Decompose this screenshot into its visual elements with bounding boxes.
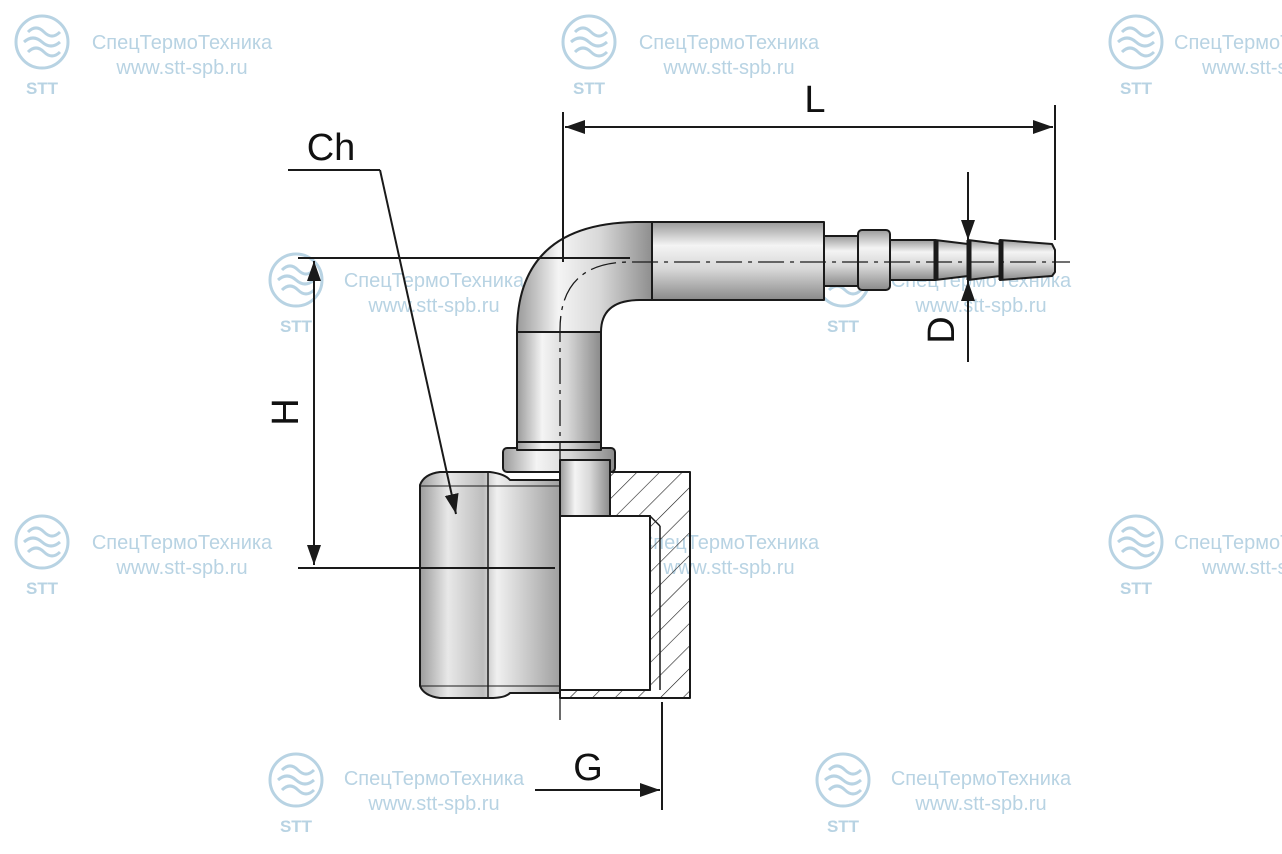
watermark-logo-text: STT: [280, 317, 313, 336]
stt-logo-icon: [14, 514, 70, 570]
dimension-label-g: G: [573, 747, 603, 789]
watermark-group: STT СпецТермоТехника www.stt-spb.ru STT …: [14, 14, 1282, 836]
watermark-url: www.stt-spb.ru: [662, 57, 794, 79]
dimension-labels: L Ch H D G: [265, 79, 963, 789]
watermark-company: СпецТермоТехника: [344, 768, 525, 790]
watermark-center-left: STT СпецТермоТехника www.stt-spb.ru: [14, 514, 273, 598]
watermark-logo-text: STT: [1120, 79, 1153, 98]
watermark-company: СпецТермоТехника: [92, 532, 273, 554]
stt-logo-icon: [268, 752, 324, 808]
watermark-company: СпецТермоТехника: [1174, 32, 1282, 54]
watermark-logo-text: STT: [26, 579, 59, 598]
watermark-logo-text: STT: [827, 817, 860, 836]
watermark-top-right: STT СпецТермоТехника www.stt-spb.ru: [1108, 14, 1282, 98]
watermark-logo-text: STT: [280, 817, 313, 836]
stt-logo-icon: [815, 752, 871, 808]
dimension-label-h: H: [265, 398, 307, 425]
watermark-bottom-right: STT СпецТермоТехника www.stt-spb.ru: [815, 752, 1072, 836]
nut: [419, 471, 691, 699]
stt-logo-icon: [561, 14, 617, 70]
watermark-mid-left: STT СпецТермоТехника www.stt-spb.ru: [268, 252, 525, 336]
watermark-logo-text: STT: [1120, 579, 1153, 598]
dimension-ch-leader: [379, 169, 459, 515]
vertical-tube: [516, 329, 602, 443]
watermark-bottom-left: STT СпецТермоТехника www.stt-spb.ru: [268, 752, 525, 836]
elbow-bend: [516, 221, 656, 333]
watermark-company: СпецТермоТехника: [92, 32, 273, 54]
watermark-url: www.stt-spb.ru: [662, 557, 794, 579]
centerline-path: [559, 261, 1070, 720]
watermark-center-right: STT СпецТермоТехника www.stt-spb.ru: [1108, 514, 1282, 598]
stt-logo-icon: [1108, 14, 1164, 70]
watermark-company: СпецТермоТехника: [344, 270, 525, 292]
watermark-company: СпецТермоТехника: [639, 32, 820, 54]
stt-logo-icon: [1108, 514, 1164, 570]
dimension-label-d: D: [921, 316, 963, 343]
watermark-logo-text: STT: [827, 317, 860, 336]
dimensions: [288, 105, 1056, 810]
watermark-logo-text: STT: [26, 79, 59, 98]
watermark-url: www.stt-spb.ru: [1201, 57, 1282, 79]
watermark-url: www.stt-spb.ru: [115, 557, 247, 579]
watermark-url: www.stt-spb.ru: [367, 793, 499, 815]
watermark-logo-text: STT: [573, 79, 606, 98]
fitting-body: [419, 221, 1056, 699]
center-lines: [559, 261, 1070, 720]
hose-barb: [823, 229, 1056, 291]
watermark-top-center: STT СпецТермоТехника www.stt-spb.ru: [561, 14, 820, 98]
stt-logo-icon: [14, 14, 70, 70]
horizontal-tube: [651, 221, 825, 301]
watermark-url: www.stt-spb.ru: [115, 57, 247, 79]
watermark-url: www.stt-spb.ru: [367, 295, 499, 317]
watermark-company: СпецТермоТехника: [1174, 532, 1282, 554]
dimension-label-l: L: [804, 79, 825, 121]
inner-stem: [559, 459, 611, 517]
dimension-label-ch: Ch: [307, 127, 356, 169]
watermark-url: www.stt-spb.ru: [914, 295, 1046, 317]
watermark-company: СпецТермоТехника: [891, 768, 1072, 790]
watermark-top-left: STT СпецТермоТехника www.stt-spb.ru: [14, 14, 273, 98]
watermark-url: www.stt-spb.ru: [1201, 557, 1282, 579]
watermark-url: www.stt-spb.ru: [914, 793, 1046, 815]
